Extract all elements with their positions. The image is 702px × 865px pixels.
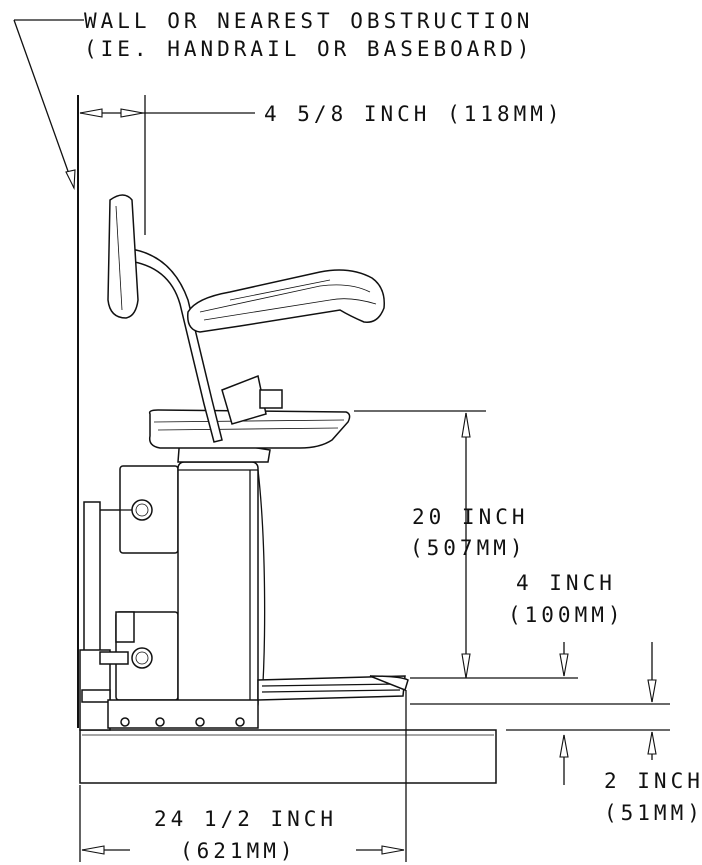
clearance-dimension xyxy=(79,95,255,235)
wall-leader xyxy=(13,19,84,191)
wall-label-line2: (IE. HANDRAIL OR BASEBOARD) xyxy=(84,37,533,61)
depth-dimension xyxy=(79,690,407,862)
rail-height-dimension xyxy=(410,642,670,760)
footrest-height-label-line2: (100MM) xyxy=(508,603,625,627)
clearance-label: 4 5/8 INCH (118MM) xyxy=(264,102,564,126)
seat-height-label-line1: 20 INCH xyxy=(412,505,529,529)
seat-height-label-line2: (507MM) xyxy=(410,536,527,560)
depth-label-line2: (621MM) xyxy=(180,839,297,863)
footrest-height-dimension xyxy=(410,642,578,785)
rail-base xyxy=(79,729,497,784)
rail-height-label-line1: 2 INCH xyxy=(604,769,702,793)
rail-height-label-line2: (51MM) xyxy=(604,801,702,825)
seat-height-dimension xyxy=(354,410,486,679)
wall-label-line1: WALL OR NEAREST OBSTRUCTION xyxy=(84,9,533,33)
depth-label-line1: 24 1/2 INCH xyxy=(154,807,337,831)
footrest-height-label-line1: 4 INCH xyxy=(516,571,616,595)
stairlift-chair xyxy=(79,194,409,731)
